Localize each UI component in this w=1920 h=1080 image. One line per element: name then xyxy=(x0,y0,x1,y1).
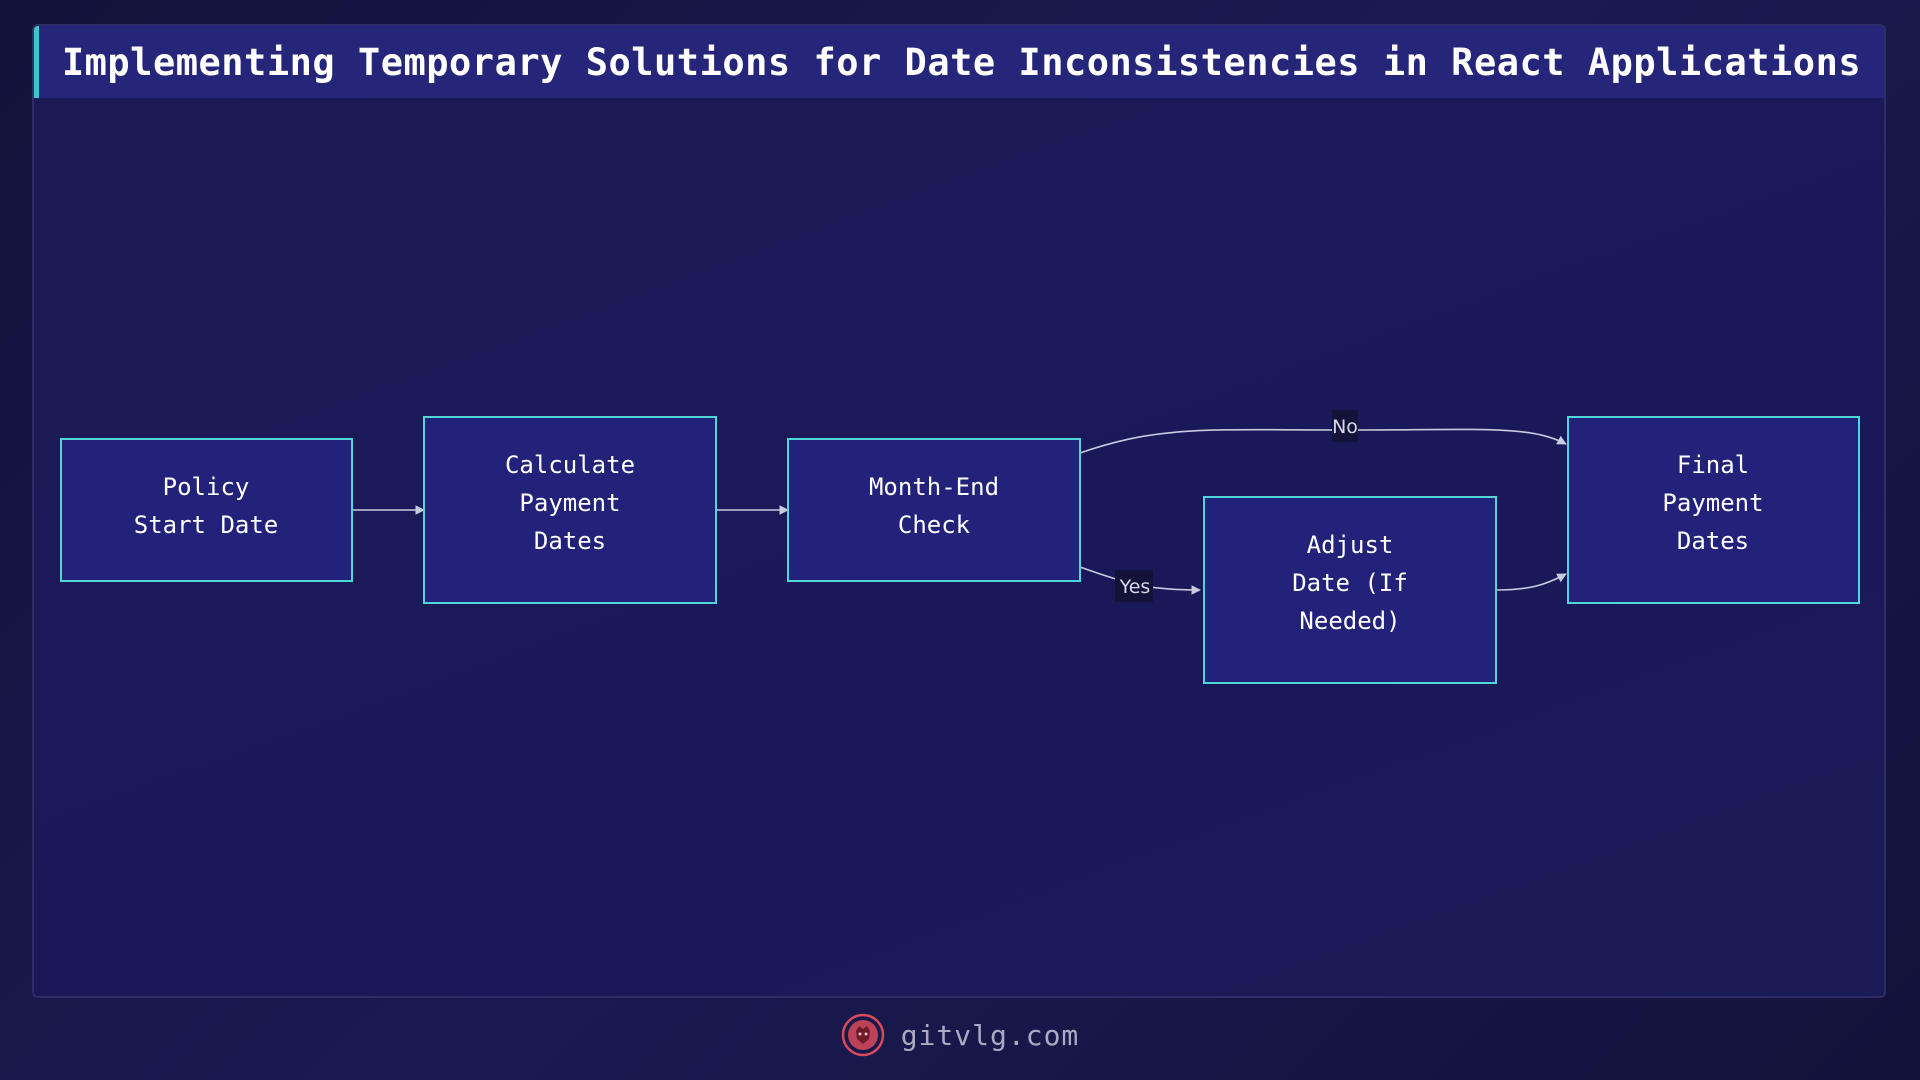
lion-logo-icon xyxy=(841,1013,884,1057)
svg-text:No: No xyxy=(1332,416,1358,438)
edge-adjust-to-final xyxy=(1495,573,1567,591)
edge-label-no: No xyxy=(1332,410,1358,442)
edge-check-to-final xyxy=(1079,428,1567,454)
edge-label-yes: Yes xyxy=(1115,570,1153,602)
title-bar: Implementing Temporary Solutions for Dat… xyxy=(34,26,1884,98)
page-title: Implementing Temporary Solutions for Dat… xyxy=(61,40,1862,84)
footer-site-link[interactable]: gitvlg.com xyxy=(900,1018,1080,1052)
footer: gitvlg.com xyxy=(0,1010,1920,1060)
svg-text:Yes: Yes xyxy=(1119,576,1151,598)
